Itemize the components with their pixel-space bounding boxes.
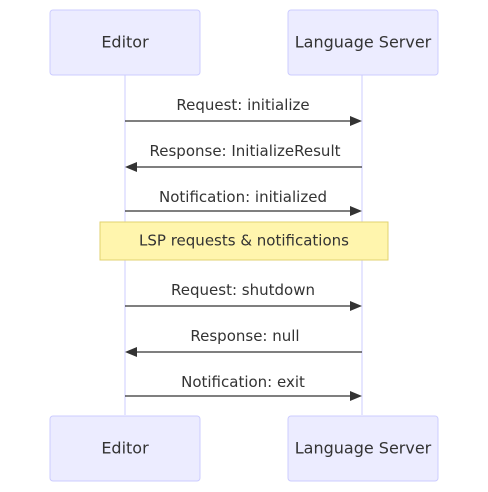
message-4: Request: shutdown: [125, 281, 362, 311]
note-label: LSP requests & notifications: [139, 232, 349, 250]
actor-language-server-top-label: Language Server: [295, 33, 432, 52]
message-5-arrowhead: [125, 347, 137, 357]
actor-editor-top-label: Editor: [101, 33, 149, 52]
note-box: [99, 221, 389, 261]
message-6-label: Notification: exit: [181, 373, 305, 391]
message-5: Response: null: [125, 327, 362, 357]
actor-language-server-bottom: Language Server: [287, 415, 439, 482]
message-1-label: Request: initialize: [176, 96, 309, 114]
message-2: Response: InitializeResult: [125, 142, 362, 172]
message-4-arrowhead: [350, 301, 362, 311]
message-2-arrowhead: [125, 162, 137, 172]
message-6-arrowhead: [350, 391, 362, 401]
message-3: Notification: initialized: [125, 188, 362, 216]
message-1: Request: initialize: [125, 96, 362, 126]
message-3-arrowhead: [350, 206, 362, 216]
message-1-arrowhead: [350, 116, 362, 126]
actor-editor-top: Editor: [49, 9, 201, 76]
note: LSP requests & notifications: [99, 221, 389, 261]
message-2-label: Response: InitializeResult: [150, 142, 341, 160]
actor-editor-bottom: Editor: [49, 415, 201, 482]
actor-language-server-top: Language Server: [287, 9, 439, 76]
message-5-label: Response: null: [190, 327, 299, 345]
message-6: Notification: exit: [125, 373, 362, 401]
actor-editor-bottom-label: Editor: [101, 439, 149, 458]
message-3-label: Notification: initialized: [159, 188, 327, 206]
actor-language-server-bottom-label: Language Server: [295, 439, 432, 458]
message-4-label: Request: shutdown: [171, 281, 315, 299]
